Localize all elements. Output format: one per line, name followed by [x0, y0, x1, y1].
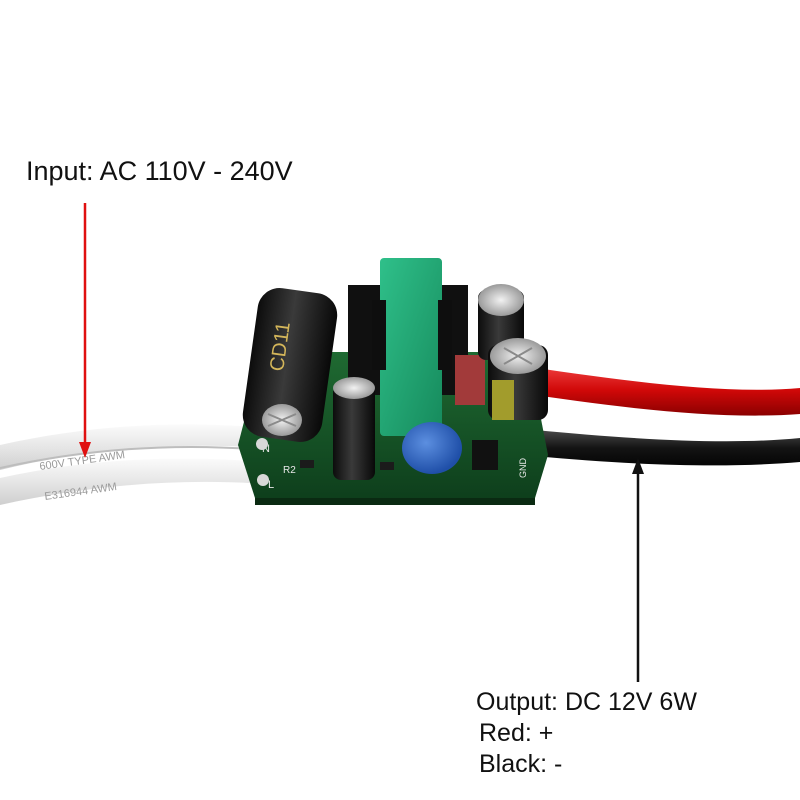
silk-r2: R2 [283, 465, 296, 476]
output-spec-block: Output: DC 12V 6W Red: + Black: - [476, 690, 697, 783]
input-cable-white: 600V TYPE AWM E316944 AWM [0, 424, 266, 505]
input-voltage-label: Input: AC 110V - 240V [26, 156, 293, 186]
red-wire-label: Red: + [479, 719, 554, 747]
silk-l: L [268, 479, 274, 491]
capacitor-small-front [333, 377, 375, 480]
black-wire-label: Black: - [479, 750, 563, 778]
y-capacitor-blue [402, 422, 462, 474]
transformer [348, 258, 485, 436]
capacitor-right-pair [478, 284, 548, 420]
silk-gnd: GND [518, 458, 528, 479]
capacitor-large: CD11 [242, 288, 338, 442]
output-voltage-label: Output: DC 12V 6W [476, 688, 697, 716]
output-wires [515, 365, 800, 466]
silk-n: N [262, 443, 270, 455]
